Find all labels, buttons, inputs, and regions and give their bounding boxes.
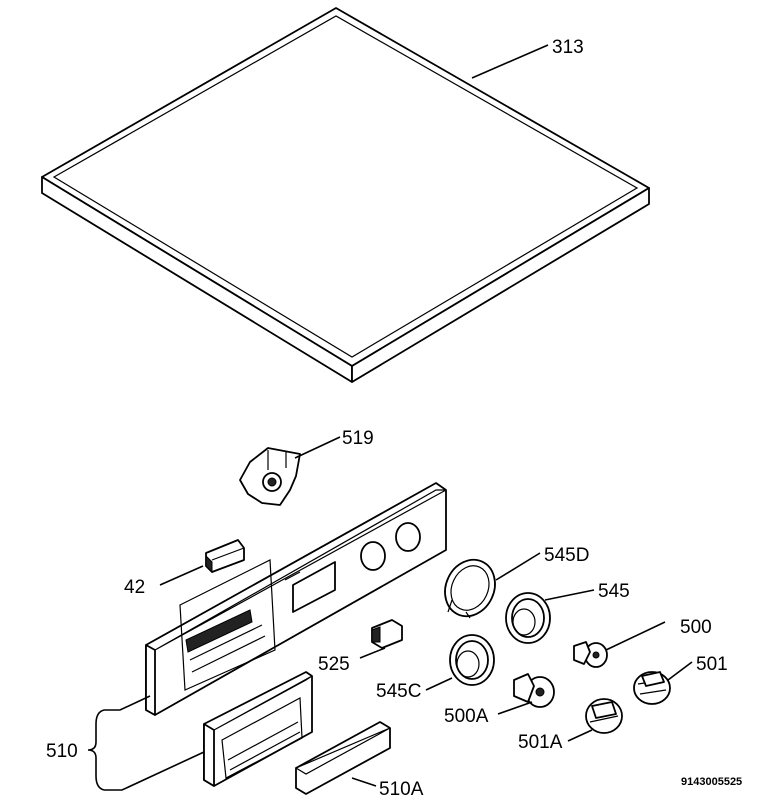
label-500a: 500A <box>444 706 489 727</box>
drawing-number: 9143005525 <box>681 776 742 788</box>
part-545c-knob <box>449 634 495 686</box>
leader-500 <box>605 621 666 651</box>
leader-501 <box>667 661 693 681</box>
leader-510-upper <box>104 695 151 711</box>
label-500: 500 <box>680 617 712 638</box>
label-501a: 501A <box>518 732 563 753</box>
part-501a-knob-cap <box>585 698 623 734</box>
leader-510-lower <box>104 751 205 791</box>
label-510a: 510A <box>379 779 424 800</box>
group-brace-510 <box>87 709 105 791</box>
label-510: 510 <box>46 741 78 762</box>
part-313-worktop <box>41 7 650 383</box>
part-545d-ring <box>444 558 496 619</box>
leader-525 <box>359 647 386 659</box>
part-519-bracket <box>239 447 301 506</box>
leader-313 <box>471 44 549 79</box>
part-501-knob-cap <box>633 671 671 705</box>
leader-519 <box>294 436 341 459</box>
part-525-connector <box>371 619 403 649</box>
part-510-drawer <box>203 671 313 787</box>
label-501: 501 <box>696 654 728 675</box>
part-500-knob <box>573 641 608 668</box>
label-42: 42 <box>124 577 145 598</box>
part-control-panel <box>145 482 447 716</box>
part-545-knob <box>505 592 551 644</box>
part-42-switch <box>205 539 245 574</box>
leader-545c <box>425 677 453 691</box>
leader-510a <box>351 777 377 787</box>
label-519: 519 <box>342 428 374 449</box>
label-525: 525 <box>318 654 350 675</box>
label-545: 545 <box>598 581 630 602</box>
label-313: 313 <box>552 37 584 58</box>
leader-545d <box>495 552 541 581</box>
label-545d: 545D <box>544 545 589 566</box>
leader-42 <box>159 565 204 586</box>
part-500a-knob <box>513 673 555 708</box>
leader-545 <box>544 589 595 601</box>
part-510a-drawer-front <box>294 721 391 795</box>
leader-501a <box>567 729 593 742</box>
label-545c: 545C <box>376 681 421 702</box>
leader-500a <box>497 701 533 715</box>
